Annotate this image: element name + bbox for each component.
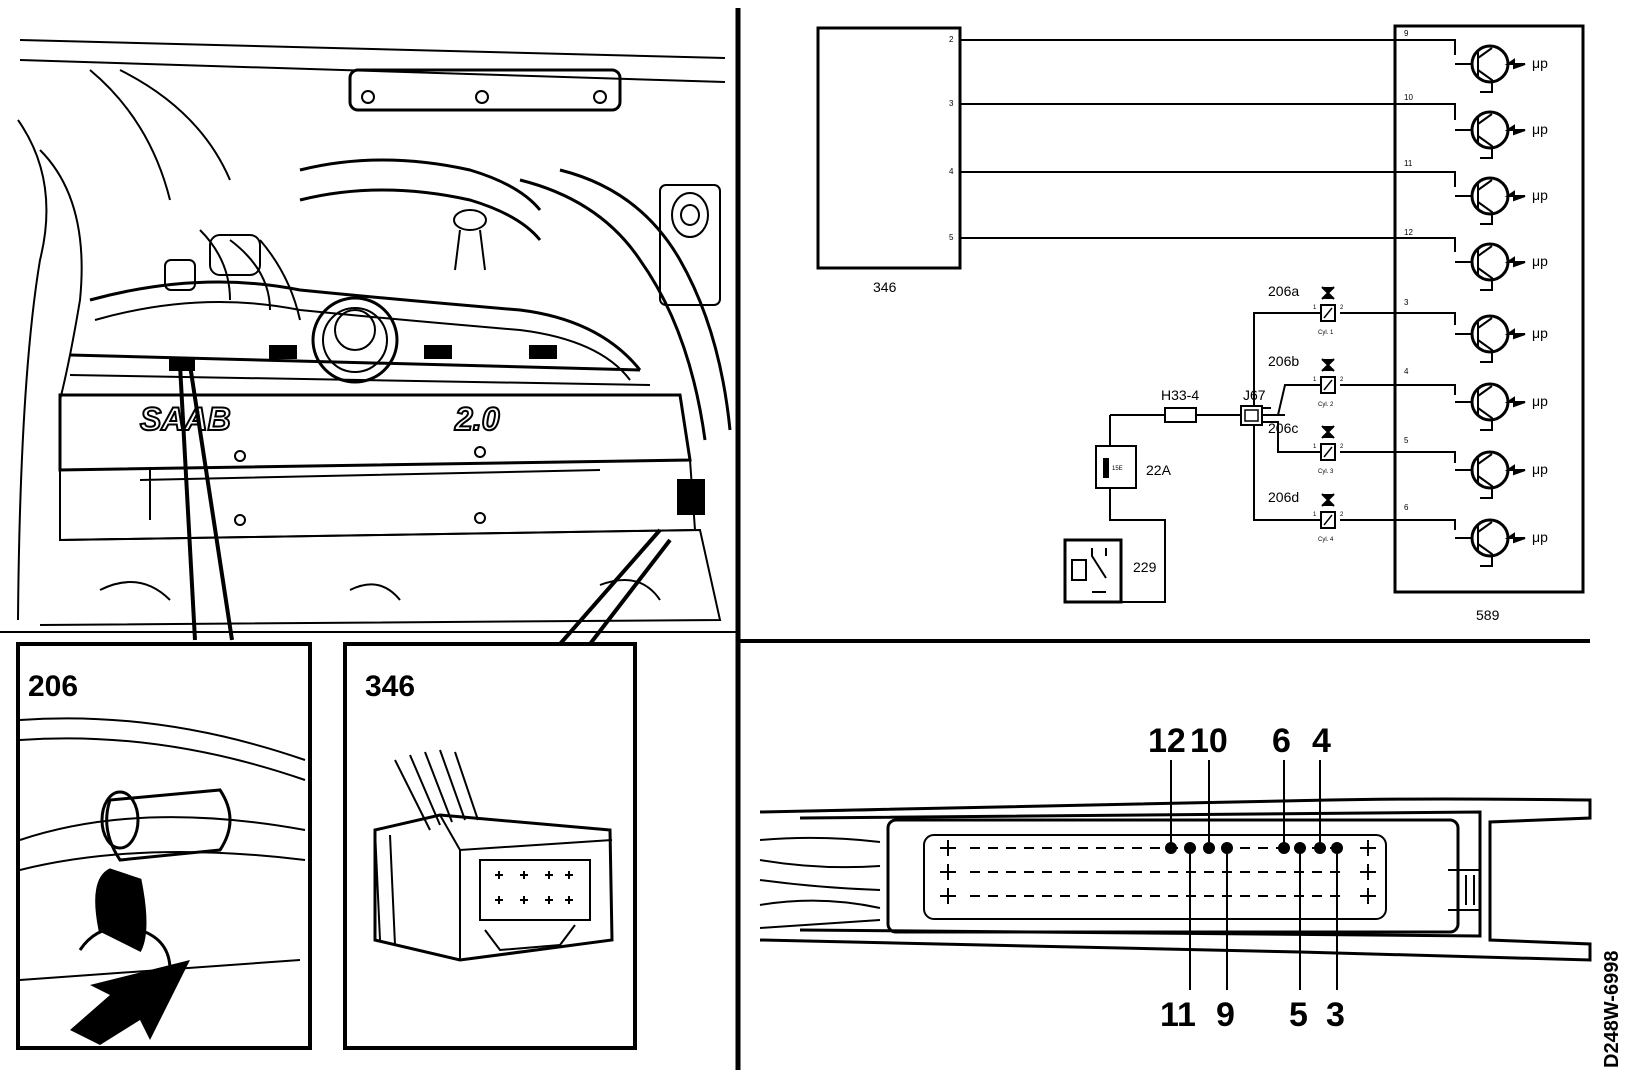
injector-206a: 206a Cyl. 1 1 2: [1268, 283, 1344, 336]
ecu-pin-label: 12: [1148, 722, 1186, 760]
injector-sub: Cyl. 2: [1318, 402, 1334, 408]
inset-346-label: 346: [365, 670, 415, 703]
transistor-label: μp: [1532, 393, 1548, 409]
injector-pin: 1: [1313, 377, 1317, 383]
ecu-pin-label: 5: [1289, 996, 1308, 1034]
ecu-pin-label: 3: [1326, 996, 1345, 1034]
injector-label: 206d: [1268, 489, 1299, 505]
wiring-schematic: 346 2 3 4 5 589 9 10 11 12 3 4 5 6: [816, 24, 1585, 623]
injector-label: 206b: [1268, 353, 1299, 369]
block-346-label: 346: [873, 279, 897, 295]
relay-label: 229: [1133, 559, 1157, 575]
junction-label: J67: [1243, 387, 1266, 403]
signal-wires: [960, 39, 1456, 252]
inset-206-label: 206: [28, 670, 78, 703]
transistor-icon: [1455, 242, 1526, 291]
inset-346: 346: [343, 642, 637, 1050]
block-589-pin: 6: [1404, 503, 1409, 512]
connector-h33-label: H33-4: [1161, 387, 1199, 403]
ecu-pin-label: 9: [1216, 996, 1235, 1034]
transistor-label: μp: [1532, 55, 1548, 71]
saab-logo: SAAB 2.0: [139, 400, 501, 438]
transistor-label: μp: [1532, 121, 1548, 137]
block-589-pin: 5: [1404, 436, 1409, 445]
injector-pin: 2: [1340, 305, 1344, 311]
ecu-pin-label: 6: [1272, 722, 1291, 760]
injector-206c: 206c Cyl. 3 1 2: [1268, 420, 1344, 475]
injector-sub: Cyl. 3: [1318, 469, 1334, 475]
pin-leaders: [1165, 760, 1343, 990]
ecu-pin-label: 10: [1190, 722, 1228, 760]
block-589-pin: 3: [1404, 298, 1409, 307]
fuse-value: 15E: [1112, 466, 1123, 472]
injector-pin: 1: [1313, 305, 1317, 311]
ecu-connector: 12 10 6 4 11 9 5 3: [759, 722, 1592, 1034]
transistor-icon: [1455, 450, 1526, 499]
injector-206b: 206b Cyl. 2 1 2: [1268, 353, 1344, 408]
injector-label: 206c: [1268, 420, 1298, 436]
ecu-pin-label: 11: [1160, 996, 1196, 1034]
block-346-pin: 2: [949, 35, 954, 44]
inset-206: 206: [16, 642, 312, 1050]
frame-lines: [0, 8, 1590, 1070]
leader-lines: [178, 364, 672, 646]
transistor-label: μp: [1532, 187, 1548, 203]
transistor-icon: [1455, 44, 1526, 93]
block-589-pin: 11: [1404, 159, 1413, 168]
injector-sub: Cyl. 1: [1318, 330, 1334, 336]
arrow-icon: [70, 960, 190, 1045]
transistor-icon: [1455, 382, 1526, 431]
injector-pin: 2: [1340, 444, 1344, 450]
injector-label: 206a: [1268, 283, 1299, 299]
block-346-pin: 3: [949, 99, 954, 108]
block-589-pin: 9: [1404, 29, 1409, 38]
transistor-icon: [1455, 314, 1526, 363]
block-589-label: 589: [1476, 607, 1500, 623]
junction-j67: J67: [1240, 387, 1266, 426]
block-589-pin: 12: [1404, 228, 1413, 237]
block-589-pin: 4: [1404, 367, 1409, 376]
block-346: [816, 26, 962, 270]
injector-pin: 2: [1340, 377, 1344, 383]
transistor-label: μp: [1532, 461, 1548, 477]
transistor-label: μp: [1532, 325, 1548, 341]
injector-pin: 2: [1340, 512, 1344, 518]
transistor-icon: [1455, 176, 1526, 225]
relay-229: 229: [1063, 538, 1157, 604]
pin-cavities: [940, 840, 1376, 904]
ecu-pin-label: 4: [1312, 722, 1331, 760]
fuse-22a: 15E 22A: [1095, 445, 1172, 489]
injector-pin: 1: [1313, 512, 1317, 518]
injector-pin: 1: [1313, 444, 1317, 450]
transistor-icon: [1455, 110, 1526, 159]
block-346-pin: 5: [949, 233, 954, 242]
svg-text:2.0: 2.0: [454, 401, 500, 437]
transistors: [1455, 44, 1526, 567]
transistor-label: μp: [1532, 529, 1548, 545]
figure-code: D248W-6998: [1601, 951, 1623, 1068]
fuse-label: 22A: [1146, 462, 1172, 478]
connector-h33-4: H33-4: [1161, 387, 1199, 423]
transistor-label: μp: [1532, 253, 1548, 269]
block-346-pin: 4: [949, 167, 954, 176]
injector-sub: Cyl. 4: [1318, 537, 1334, 543]
transistor-icon: [1455, 518, 1526, 567]
engine-bay-illustration: [17, 39, 732, 626]
injector-206d: 206d Cyl. 4 1 2: [1268, 489, 1344, 543]
block-589-pin: 10: [1404, 93, 1413, 102]
